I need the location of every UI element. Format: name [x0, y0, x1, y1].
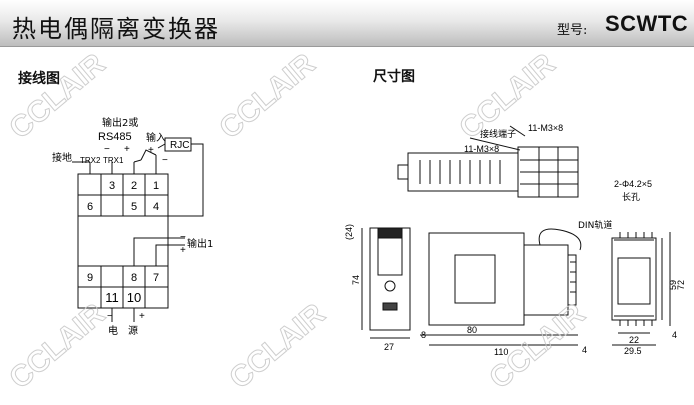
top-view	[397, 125, 579, 198]
minus-out1: −	[180, 232, 186, 243]
plus-out2: +	[124, 144, 130, 155]
din-rail-label: DIN轨道	[578, 219, 612, 231]
page-title: 热电偶隔离变换器	[12, 15, 220, 43]
dimension-drawing	[361, 125, 671, 346]
dim-24: (24)	[344, 224, 354, 240]
rjc-label: RJC	[170, 140, 189, 151]
watermark-2: CCLAIR	[213, 47, 321, 145]
output1-label: 输出1	[187, 237, 213, 250]
wiring-heading: 接线图	[18, 71, 60, 87]
base-view	[611, 232, 671, 346]
terminal-4: 4	[153, 201, 159, 213]
terminal-10: 10	[127, 290, 141, 305]
model-prefix: 型号:	[557, 23, 588, 38]
dim-110: 110	[494, 347, 508, 357]
dimensions-heading: 尺寸图	[373, 69, 415, 85]
wiring-diagram	[72, 137, 204, 322]
trx2-label: TRX2	[80, 156, 101, 165]
trx1-label: TRX1	[103, 156, 124, 165]
dim-4b: 4	[672, 330, 677, 340]
power-label-2: 源	[128, 324, 138, 337]
terminal-11: 11	[105, 290, 119, 305]
header-banner: 热电偶隔离变换器 型号: SCWTC	[0, 0, 694, 47]
side-view	[420, 228, 582, 346]
dim-59: 59	[668, 280, 678, 290]
terminal-label: 接线端子	[480, 128, 516, 140]
dim-72: 72	[676, 280, 686, 290]
front-view	[361, 227, 411, 339]
terminal-1: 1	[153, 180, 159, 192]
input-label: 输入	[146, 131, 166, 144]
ground-label: 接地	[52, 151, 72, 164]
minus-input: −	[162, 155, 168, 166]
watermark-4: CCLAIR	[3, 297, 111, 395]
terminal-6: 6	[87, 201, 93, 213]
screw-label-b: 11-M3×8	[464, 144, 499, 154]
output2-label: 输出2或	[102, 116, 138, 129]
terminal-9: 9	[87, 272, 93, 284]
dim-22: 22	[629, 335, 639, 345]
power-terminal-row	[100, 286, 146, 309]
model-name: SCWTC	[605, 11, 689, 36]
module-housing	[77, 215, 169, 267]
plus-out1: +	[180, 245, 186, 256]
watermark-1: CCLAIR	[3, 47, 111, 145]
terminal-3: 3	[109, 180, 115, 192]
minus-out2: −	[104, 144, 110, 155]
dim-74: 74	[351, 275, 361, 285]
plus-power: +	[139, 311, 145, 322]
terminal-5: 5	[131, 201, 137, 213]
plus-input: +	[148, 145, 154, 156]
minus-power: −	[107, 311, 113, 322]
dim-4a: 4	[582, 345, 587, 355]
dim-27: 27	[384, 342, 394, 352]
screw-label-a: 11-M3×8	[528, 123, 563, 133]
dim-80: 80	[467, 325, 477, 335]
terminal-7: 7	[153, 272, 159, 284]
hole-label: 2-Φ4.2×5	[614, 179, 652, 189]
watermark-5: CCLAIR	[223, 297, 331, 395]
dim-8: 8	[421, 330, 426, 340]
dim-29-5: 29.5	[624, 346, 642, 356]
power-label-1: 电	[108, 324, 118, 337]
terminal-8: 8	[131, 272, 137, 284]
terminal-2: 2	[131, 180, 137, 192]
hole-label-2: 长孔	[622, 191, 640, 203]
rs485-label: RS485	[98, 131, 132, 143]
